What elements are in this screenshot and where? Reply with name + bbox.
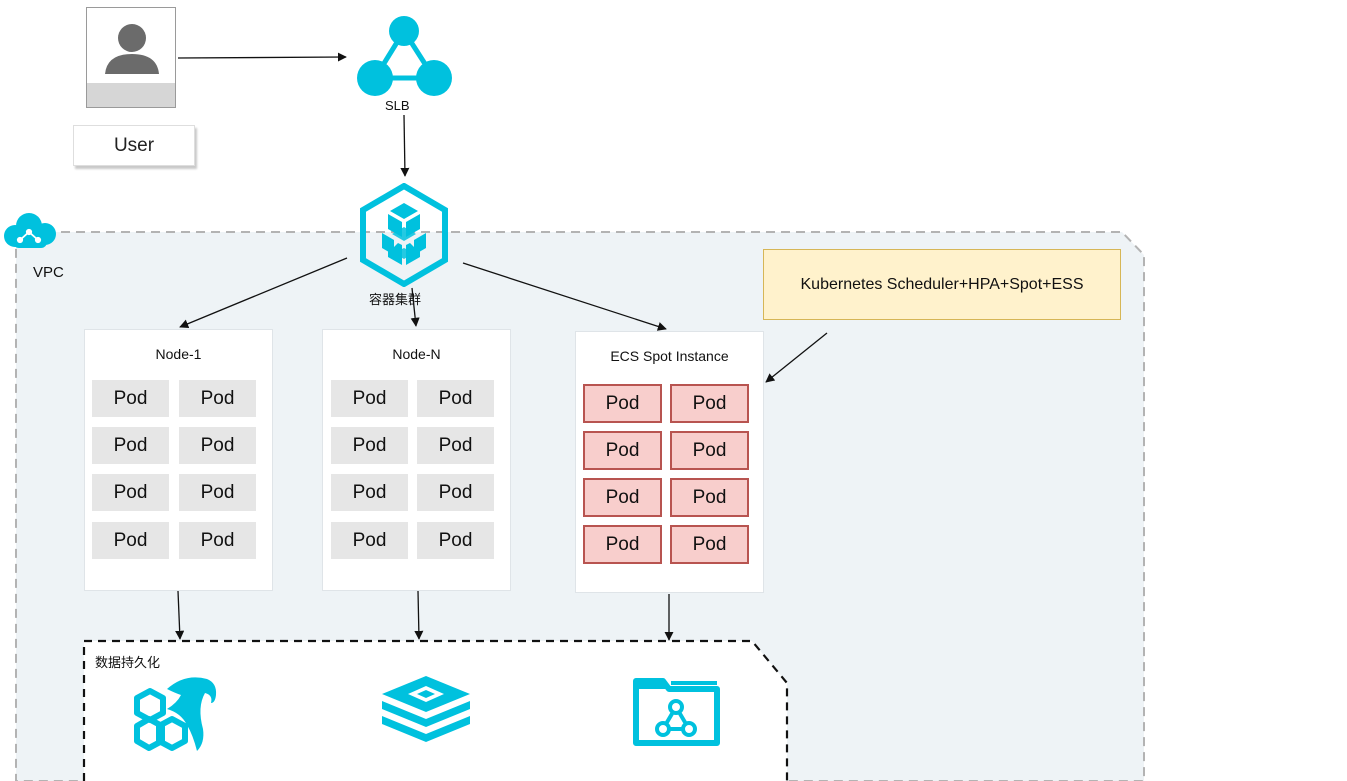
pod: Pod (417, 427, 494, 464)
persistence-region (82, 639, 789, 781)
pod: Pod (92, 380, 169, 417)
arrow-node-n-to-storage (414, 590, 424, 640)
database-dolphin-icon (134, 677, 217, 751)
cluster-label: 容器集群 (369, 292, 422, 307)
user-label: User (73, 125, 195, 166)
scheduler-note-text: Kubernetes Scheduler+HPA+Spot+ESS (800, 275, 1084, 293)
spot-pod: Pod (583, 431, 662, 470)
arrow-cluster-to-node-n (410, 287, 420, 327)
spot-pod: Pod (670, 431, 749, 470)
node-card-spot: ECS Spot Instance Pod Pod Pod Pod Pod Po… (575, 331, 764, 593)
pod: Pod (331, 474, 408, 511)
file-storage-icon (633, 678, 720, 746)
scheduler-note: Kubernetes Scheduler+HPA+Spot+ESS (763, 249, 1121, 320)
arrow-note-to-spot (765, 332, 828, 383)
pod: Pod (92, 427, 169, 464)
node-card-1: Node-1 Pod Pod Pod Pod Pod Pod Pod Pod (84, 329, 273, 591)
arrow-user-to-slb (177, 52, 347, 62)
spot-pod: Pod (670, 478, 749, 517)
spot-pod: Pod (670, 384, 749, 423)
cloud-icon (4, 213, 56, 248)
pod: Pod (179, 380, 256, 417)
pod: Pod (179, 474, 256, 511)
arrow-node-1-to-storage (175, 590, 185, 640)
spot-pod: Pod (583, 384, 662, 423)
pod: Pod (417, 522, 494, 559)
user-avatar-icon (105, 24, 159, 74)
user-avatar-box (86, 7, 176, 108)
user-avatar-band (87, 83, 175, 107)
arrow-cluster-to-spot (462, 262, 667, 331)
pod: Pod (92, 522, 169, 559)
arrow-slb-to-cluster (400, 114, 410, 177)
spot-pod: Pod (583, 478, 662, 517)
vpc-label: VPC (33, 264, 64, 281)
spot-pod: Pod (670, 525, 749, 564)
container-cluster-icon (360, 183, 448, 287)
persistence-label: 数据持久化 (95, 655, 161, 670)
slb-label: SLB (385, 98, 410, 113)
pod: Pod (331, 427, 408, 464)
pod: Pod (331, 380, 408, 417)
pod: Pod (417, 380, 494, 417)
node-title: Node-1 (155, 346, 202, 362)
pod: Pod (417, 474, 494, 511)
pod: Pod (92, 474, 169, 511)
pod: Pod (179, 427, 256, 464)
pod: Pod (179, 522, 256, 559)
node-card-n: Node-N Pod Pod Pod Pod Pod Pod Pod Pod (322, 329, 511, 591)
arrow-cluster-to-node-1 (179, 257, 348, 329)
spot-pod: Pod (583, 525, 662, 564)
node-title: ECS Spot Instance (610, 348, 729, 364)
pod: Pod (331, 522, 408, 559)
load-balancer-icon (357, 16, 452, 96)
node-title: Node-N (392, 346, 441, 362)
redis-stack-icon (382, 676, 470, 742)
